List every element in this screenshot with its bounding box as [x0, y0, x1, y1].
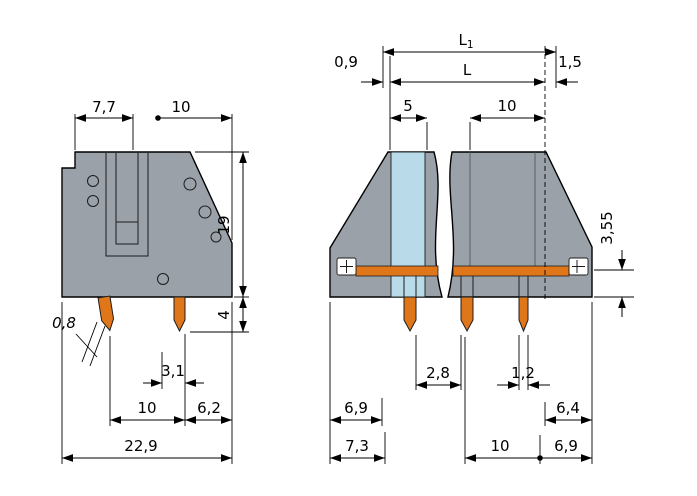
dim-side-edge-offset: 6,2	[197, 399, 221, 417]
dim-front-length-total: L1	[458, 31, 473, 51]
pin-right	[173, 296, 186, 333]
side-view-holes	[87, 175, 222, 285]
front-view-body-right	[447, 151, 593, 298]
side-view-body	[61, 151, 233, 298]
dim-side-pin-pitch: 10	[137, 399, 156, 417]
dim-side-overall-width: 22,9	[124, 437, 157, 455]
front-view: L1 0,9 L 1,5 5 10 3,55 2,8	[329, 31, 634, 464]
bus-bars	[355, 265, 570, 277]
dim-side-pin-offset: 3,1	[161, 362, 185, 380]
dim-front-pin-gap: 2,8	[426, 364, 450, 382]
operating-slot-symbols	[336, 257, 589, 276]
side-view-dimensions: 7,7 10 19 4 0,8 3,1	[52, 98, 249, 464]
dim-front-pin-inset-left: 6,9	[344, 399, 368, 417]
pin-guides	[403, 276, 529, 297]
bus-bar-left	[355, 265, 439, 277]
pin-thickness-construction	[75, 321, 106, 367]
dim-front-pole-width: 5	[403, 97, 413, 115]
side-view-pins	[97, 295, 186, 333]
dim-front-bus-height: 3,55	[598, 211, 616, 244]
dim-front-edge-to-pin-left: 7,3	[345, 437, 369, 455]
dim-front-offset-right: 1,5	[558, 53, 582, 71]
pin-left	[97, 295, 115, 332]
dim-side-height: 19	[215, 215, 233, 234]
dim-side-pin-thickness: 0,8	[52, 314, 76, 332]
dim-side-pin-length: 4	[215, 310, 233, 320]
dim-front-pin-inset-right: 6,4	[556, 399, 580, 417]
dim-front-pitch-bottom: 10	[490, 437, 509, 455]
dim-side-width-top: 7,7	[92, 98, 116, 116]
front-view-dimensions: L1 0,9 L 1,5 5 10 3,55 2,8	[329, 31, 634, 464]
dim-front-edge-to-pin-right: 6,9	[554, 437, 578, 455]
pin-b	[460, 296, 474, 333]
pin-c	[518, 296, 529, 333]
pin-a	[403, 296, 417, 333]
front-view-pins	[403, 296, 529, 333]
side-view-slot	[105, 153, 149, 257]
bus-bar-right	[452, 265, 570, 277]
side-view: 7,7 10 19 4 0,8 3,1	[52, 98, 249, 464]
dim-front-length: L	[463, 61, 472, 79]
dim-front-pin-width: 1,2	[511, 364, 535, 382]
dim-front-pole-pitch: 10	[497, 97, 516, 115]
dim-front-offset-left: 0,9	[334, 53, 358, 71]
dim-side-offset-top: 10	[171, 98, 190, 116]
